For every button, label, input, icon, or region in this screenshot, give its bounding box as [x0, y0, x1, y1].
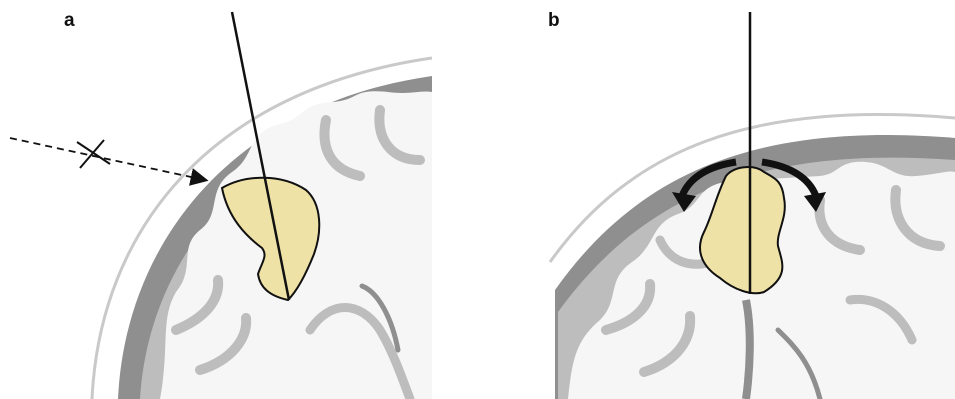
dark-sulcus-b [746, 300, 750, 399]
panel-label-b: b [548, 10, 560, 32]
panel-b [520, 0, 955, 399]
brain-diagram-b [520, 0, 955, 399]
brain-diagram-a [0, 0, 440, 399]
dashed-approach-arrow [10, 138, 205, 180]
panel-a [0, 0, 440, 399]
panel-label-a: a [64, 10, 75, 32]
